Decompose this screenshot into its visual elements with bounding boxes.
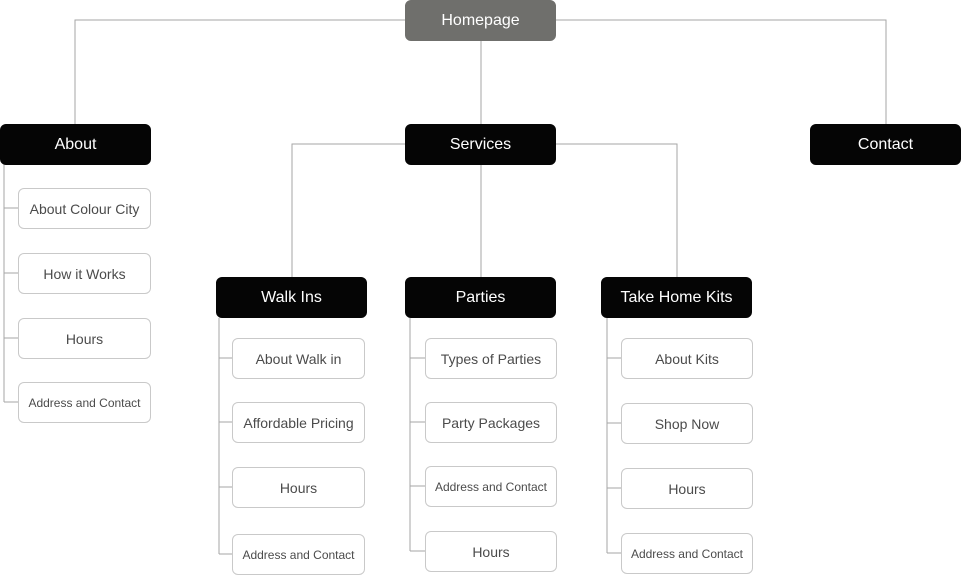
about-hours-page[interactable]: Hours xyxy=(18,318,151,359)
contact-node[interactable]: Contact xyxy=(810,124,961,165)
types-of-parties-page[interactable]: Types of Parties xyxy=(425,338,557,379)
connector-homepage-contact xyxy=(556,19,887,124)
connector-homepage-about xyxy=(74,19,405,124)
about-walk-in-page[interactable]: About Walk in xyxy=(232,338,365,379)
walk-ins-address-contact-page[interactable]: Address and Contact xyxy=(232,534,365,575)
homepage-node[interactable]: Homepage xyxy=(405,0,556,41)
about-kits-page[interactable]: About Kits xyxy=(621,338,753,379)
connector-services-walk-ins xyxy=(291,143,405,277)
affordable-pricing-page[interactable]: Affordable Pricing xyxy=(232,402,365,443)
connector-services-take-home-kits xyxy=(556,143,678,277)
take-home-kits-node[interactable]: Take Home Kits xyxy=(601,277,752,318)
party-packages-page[interactable]: Party Packages xyxy=(425,402,557,443)
about-node[interactable]: About xyxy=(0,124,151,165)
parties-hours-page[interactable]: Hours xyxy=(425,531,557,572)
walk-ins-hours-page[interactable]: Hours xyxy=(232,467,365,508)
parties-address-contact-page[interactable]: Address and Contact xyxy=(425,466,557,507)
parties-node[interactable]: Parties xyxy=(405,277,556,318)
how-it-works-page[interactable]: How it Works xyxy=(18,253,151,294)
walk-ins-node[interactable]: Walk Ins xyxy=(216,277,367,318)
about-address-contact-page[interactable]: Address and Contact xyxy=(18,382,151,423)
about-colour-city-page[interactable]: About Colour City xyxy=(18,188,151,229)
services-node[interactable]: Services xyxy=(405,124,556,165)
kits-address-contact-page[interactable]: Address and Contact xyxy=(621,533,753,574)
shop-now-page[interactable]: Shop Now xyxy=(621,403,753,444)
kits-hours-page[interactable]: Hours xyxy=(621,468,753,509)
